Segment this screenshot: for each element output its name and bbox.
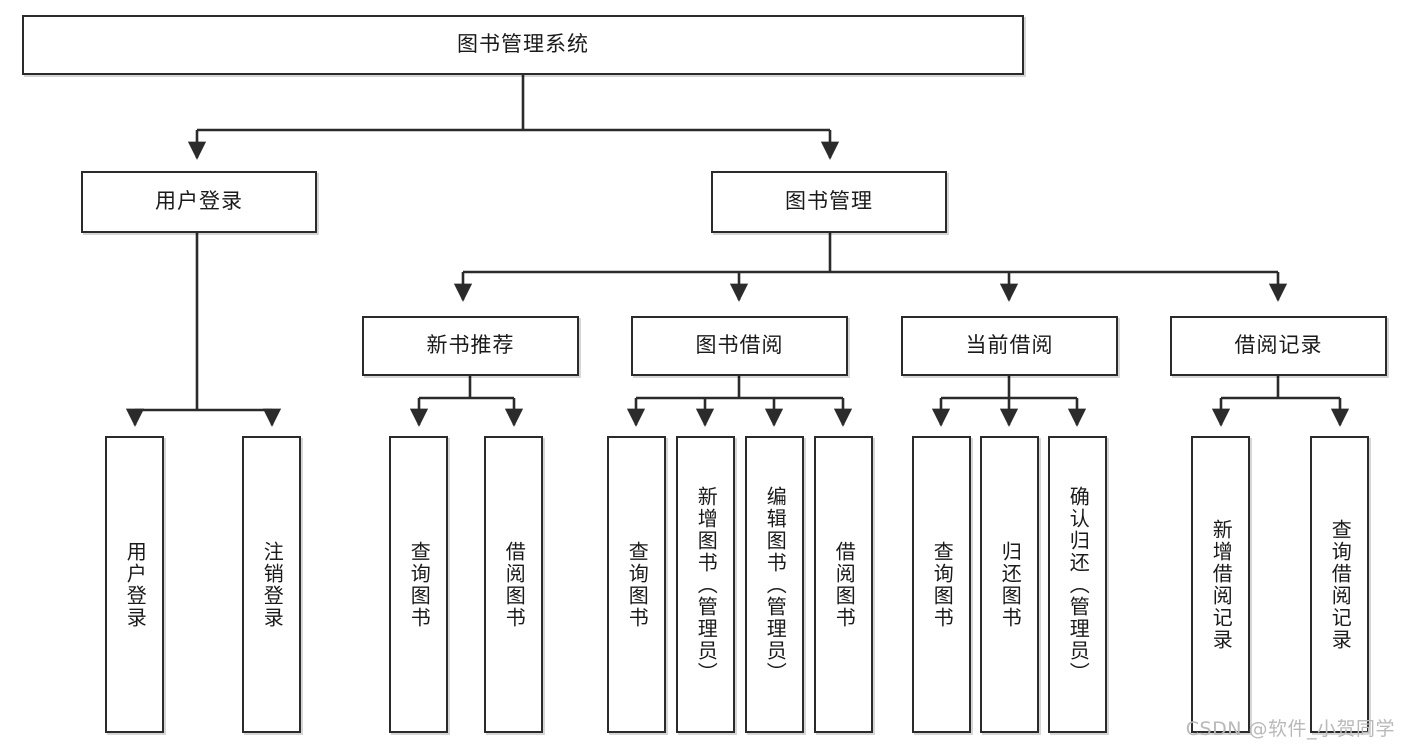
- node-user-login[interactable]: 用户登录: [81, 171, 317, 233]
- leaf-borrow-query-book-label: 查询图书: [625, 540, 650, 629]
- node-book-borrow-label: 图书借阅: [695, 333, 784, 358]
- leaf-borrow-query-book[interactable]: 查询图书: [607, 436, 666, 733]
- node-root[interactable]: 图书管理系统: [22, 15, 1024, 75]
- leaf-user-login-login-label: 用户登录: [123, 540, 148, 629]
- leaf-recommend-borrow-book-label: 借阅图书: [502, 540, 527, 629]
- leaf-recommend-query-book[interactable]: 查询图书: [389, 436, 448, 733]
- leaf-borrow-add-book-label: 新增图书（管理员）: [694, 485, 719, 684]
- node-borrow-record-label: 借阅记录: [1234, 333, 1323, 358]
- leaf-borrow-borrow-book-label: 借阅图书: [832, 540, 857, 629]
- leaf-borrow-edit-book-label: 编辑图书（管理员）: [763, 485, 788, 684]
- node-new-book-recommend[interactable]: 新书推荐: [362, 316, 579, 376]
- leaf-record-add-record[interactable]: 新增借阅记录: [1191, 436, 1250, 733]
- leaf-record-query-record-label: 查询借阅记录: [1328, 518, 1353, 651]
- leaf-current-query-book-label: 查询图书: [930, 540, 955, 629]
- leaf-current-confirm-return-label: 确认归还（管理员）: [1066, 485, 1091, 684]
- node-current-borrow[interactable]: 当前借阅: [901, 316, 1118, 376]
- node-new-book-recommend-label: 新书推荐: [426, 333, 515, 358]
- leaf-current-return-book-label: 归还图书: [998, 540, 1023, 629]
- leaf-user-login-login[interactable]: 用户登录: [105, 436, 164, 733]
- leaf-current-return-book[interactable]: 归还图书: [980, 436, 1039, 733]
- leaf-current-query-book[interactable]: 查询图书: [912, 436, 971, 733]
- node-book-management[interactable]: 图书管理: [711, 171, 947, 233]
- node-book-management-label: 图书管理: [785, 189, 873, 214]
- node-user-login-label: 用户登录: [155, 189, 243, 214]
- leaf-borrow-add-book[interactable]: 新增图书（管理员）: [676, 436, 735, 733]
- node-book-borrow[interactable]: 图书借阅: [631, 316, 848, 376]
- leaf-recommend-borrow-book[interactable]: 借阅图书: [484, 436, 543, 733]
- node-root-label: 图书管理系统: [457, 32, 589, 57]
- leaf-record-query-record[interactable]: 查询借阅记录: [1310, 436, 1369, 733]
- leaf-borrow-edit-book[interactable]: 编辑图书（管理员）: [745, 436, 804, 733]
- leaf-current-confirm-return[interactable]: 确认归还（管理员）: [1048, 436, 1107, 733]
- leaf-record-add-record-label: 新增借阅记录: [1209, 518, 1234, 651]
- leaf-borrow-borrow-book[interactable]: 借阅图书: [814, 436, 873, 733]
- node-borrow-record[interactable]: 借阅记录: [1170, 316, 1387, 376]
- leaf-user-login-logout-label: 注销登录: [260, 540, 285, 629]
- node-current-borrow-label: 当前借阅: [965, 333, 1054, 358]
- leaf-recommend-query-book-label: 查询图书: [407, 540, 432, 629]
- leaf-user-login-logout[interactable]: 注销登录: [242, 436, 301, 733]
